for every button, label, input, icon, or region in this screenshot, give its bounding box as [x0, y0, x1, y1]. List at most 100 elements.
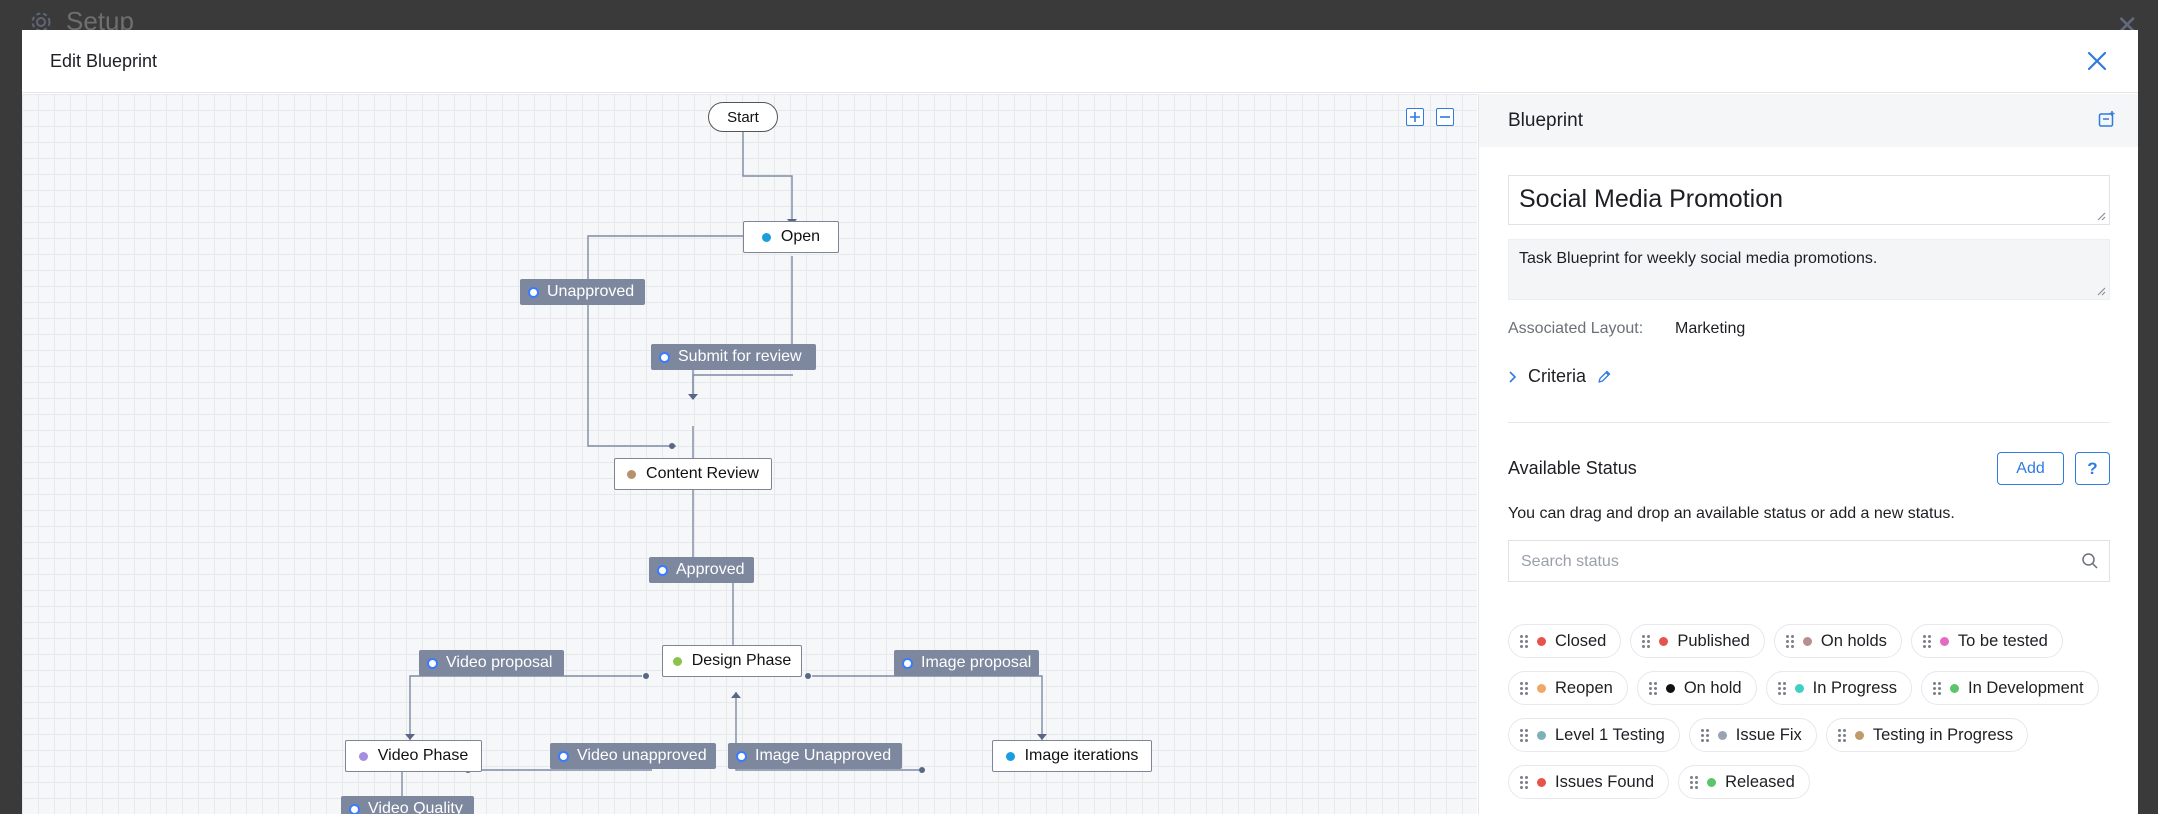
status-chip[interactable]: In Progress: [1765, 671, 1912, 705]
drag-handle-icon[interactable]: [1700, 728, 1709, 742]
status-color-dot: [1939, 636, 1949, 646]
search-icon[interactable]: [2081, 552, 2099, 570]
state-image-iterations[interactable]: Image iterations: [992, 740, 1152, 772]
close-icon: [2087, 51, 2107, 71]
state-content-review[interactable]: Content Review: [614, 458, 772, 490]
status-chip[interactable]: On holds: [1773, 624, 1902, 658]
drag-handle-icon[interactable]: [1520, 681, 1528, 695]
status-color-dot: [1802, 636, 1812, 646]
status-chip-label: Closed: [1555, 631, 1607, 650]
status-color-dot: [1854, 730, 1864, 740]
transition-approved[interactable]: Approved: [649, 557, 754, 583]
blueprint-name-field[interactable]: Social Media Promotion: [1508, 175, 2110, 225]
status-chip[interactable]: On hold: [1636, 671, 1757, 705]
resize-grip-icon[interactable]: [2096, 211, 2106, 221]
start-node[interactable]: Start: [708, 102, 778, 132]
status-chip-label: On holds: [1820, 631, 1887, 650]
zoom-out-button[interactable]: [1436, 108, 1454, 126]
available-status-title: Available Status: [1508, 458, 1637, 478]
transition-dot: [736, 750, 747, 762]
panel-collapse-button[interactable]: [2098, 110, 2116, 133]
state-design-phase[interactable]: Design Phase: [662, 645, 802, 677]
transition-unapproved[interactable]: Unapproved: [520, 279, 645, 305]
zoom-in-button[interactable]: [1406, 108, 1424, 126]
transition-video-quality[interactable]: Video Quality: [341, 796, 474, 814]
close-button[interactable]: [2080, 44, 2114, 78]
status-chip-label: In Development: [1967, 678, 2084, 697]
status-color-dot: [1537, 636, 1546, 646]
status-chip[interactable]: Released: [1678, 765, 1810, 799]
status-chip-label: To be tested: [1957, 631, 2048, 650]
drag-handle-icon[interactable]: [1777, 681, 1786, 695]
search-status-input[interactable]: [1519, 552, 2063, 572]
status-dot: [761, 232, 771, 242]
blueprint-panel: Blueprint Social Media Promotion Task Bl…: [1478, 94, 2138, 814]
transition-image-proposal[interactable]: Image proposal: [894, 650, 1039, 676]
transition-submit-for-review[interactable]: Submit for review: [651, 344, 816, 370]
drag-handle-icon[interactable]: [1520, 775, 1528, 789]
panel-toggle-icon: [2098, 111, 2115, 127]
state-label: Video Phase: [377, 747, 469, 764]
drag-handle-icon[interactable]: [1648, 681, 1657, 695]
transition-label: Image proposal: [921, 654, 1032, 671]
gear-icon: [31, 12, 51, 31]
modal-title: Edit Blueprint: [50, 51, 158, 71]
transition-video-proposal[interactable]: Video proposal: [419, 650, 564, 676]
status-chip-label: In Progress: [1812, 678, 1897, 697]
blueprint-description-field[interactable]: Task Blueprint for weekly social media p…: [1508, 239, 2110, 300]
status-chip-label: Issues Found: [1555, 772, 1655, 791]
status-chip-label: Issue Fix: [1735, 725, 1802, 744]
state-label: Image iterations: [1024, 747, 1139, 764]
state-open[interactable]: Open: [743, 221, 839, 253]
blueprint-canvas[interactable]: Start Open Content Review Design Phase V…: [22, 94, 1477, 814]
transition-dot: [349, 803, 360, 814]
status-chip[interactable]: Reopen: [1508, 671, 1628, 705]
drag-handle-icon[interactable]: [1642, 634, 1651, 648]
criteria-toggle[interactable]: Criteria: [1508, 366, 1612, 387]
transition-dot: [902, 657, 913, 669]
divider: [1508, 422, 2110, 423]
drag-handle-icon[interactable]: [1922, 634, 1931, 648]
connector-lines: [399, 132, 1047, 805]
add-status-button[interactable]: Add: [1997, 452, 2064, 485]
criteria-label: Criteria: [1528, 366, 1587, 386]
status-color-dot: [1707, 777, 1717, 787]
pencil-icon[interactable]: [1596, 369, 1612, 385]
transition-dot: [528, 286, 539, 298]
state-label: Open: [780, 228, 821, 245]
status-chip-label: Published: [1677, 631, 1750, 650]
transition-video-unapproved[interactable]: Video unapproved: [550, 743, 716, 769]
transition-label: Video unapproved: [577, 747, 707, 764]
status-chip[interactable]: Closed: [1508, 624, 1622, 658]
status-chip[interactable]: Issues Found: [1508, 765, 1670, 799]
transition-label: Unapproved: [547, 283, 635, 300]
status-color-dot: [1949, 683, 1959, 693]
state-label: Design Phase: [691, 652, 792, 669]
transition-image-unapproved[interactable]: Image Unapproved: [728, 743, 902, 769]
status-dot: [358, 751, 368, 761]
status-chip[interactable]: In Development: [1920, 671, 2099, 705]
chevron-right-icon: [1509, 370, 1517, 383]
drag-handle-icon[interactable]: [1932, 681, 1941, 695]
status-chip[interactable]: Testing in Progress: [1825, 718, 2029, 752]
resize-grip-icon[interactable]: [2096, 286, 2106, 296]
status-chip[interactable]: Issue Fix: [1688, 718, 1817, 752]
status-dot: [627, 469, 637, 479]
drag-handle-icon[interactable]: [1520, 728, 1528, 742]
plus-icon: [1410, 112, 1420, 122]
status-color-dot: [1537, 730, 1546, 740]
status-chip[interactable]: To be tested: [1910, 624, 2063, 658]
blueprint-description-value: Task Blueprint for weekly social media p…: [1519, 250, 1878, 267]
search-status-box: [1508, 540, 2110, 582]
drag-handle-icon[interactable]: [1690, 775, 1699, 789]
drag-handle-icon[interactable]: [1785, 634, 1794, 648]
state-video-phase[interactable]: Video Phase: [345, 740, 482, 772]
status-chip-label: Released: [1725, 772, 1795, 791]
status-chip[interactable]: Level 1 Testing: [1508, 718, 1680, 752]
status-chip[interactable]: Published: [1630, 624, 1765, 658]
help-button[interactable]: ?: [2075, 452, 2110, 485]
transition-label: Video Quality: [368, 800, 463, 814]
drag-handle-icon[interactable]: [1837, 728, 1846, 742]
drag-handle-icon[interactable]: [1520, 634, 1528, 648]
